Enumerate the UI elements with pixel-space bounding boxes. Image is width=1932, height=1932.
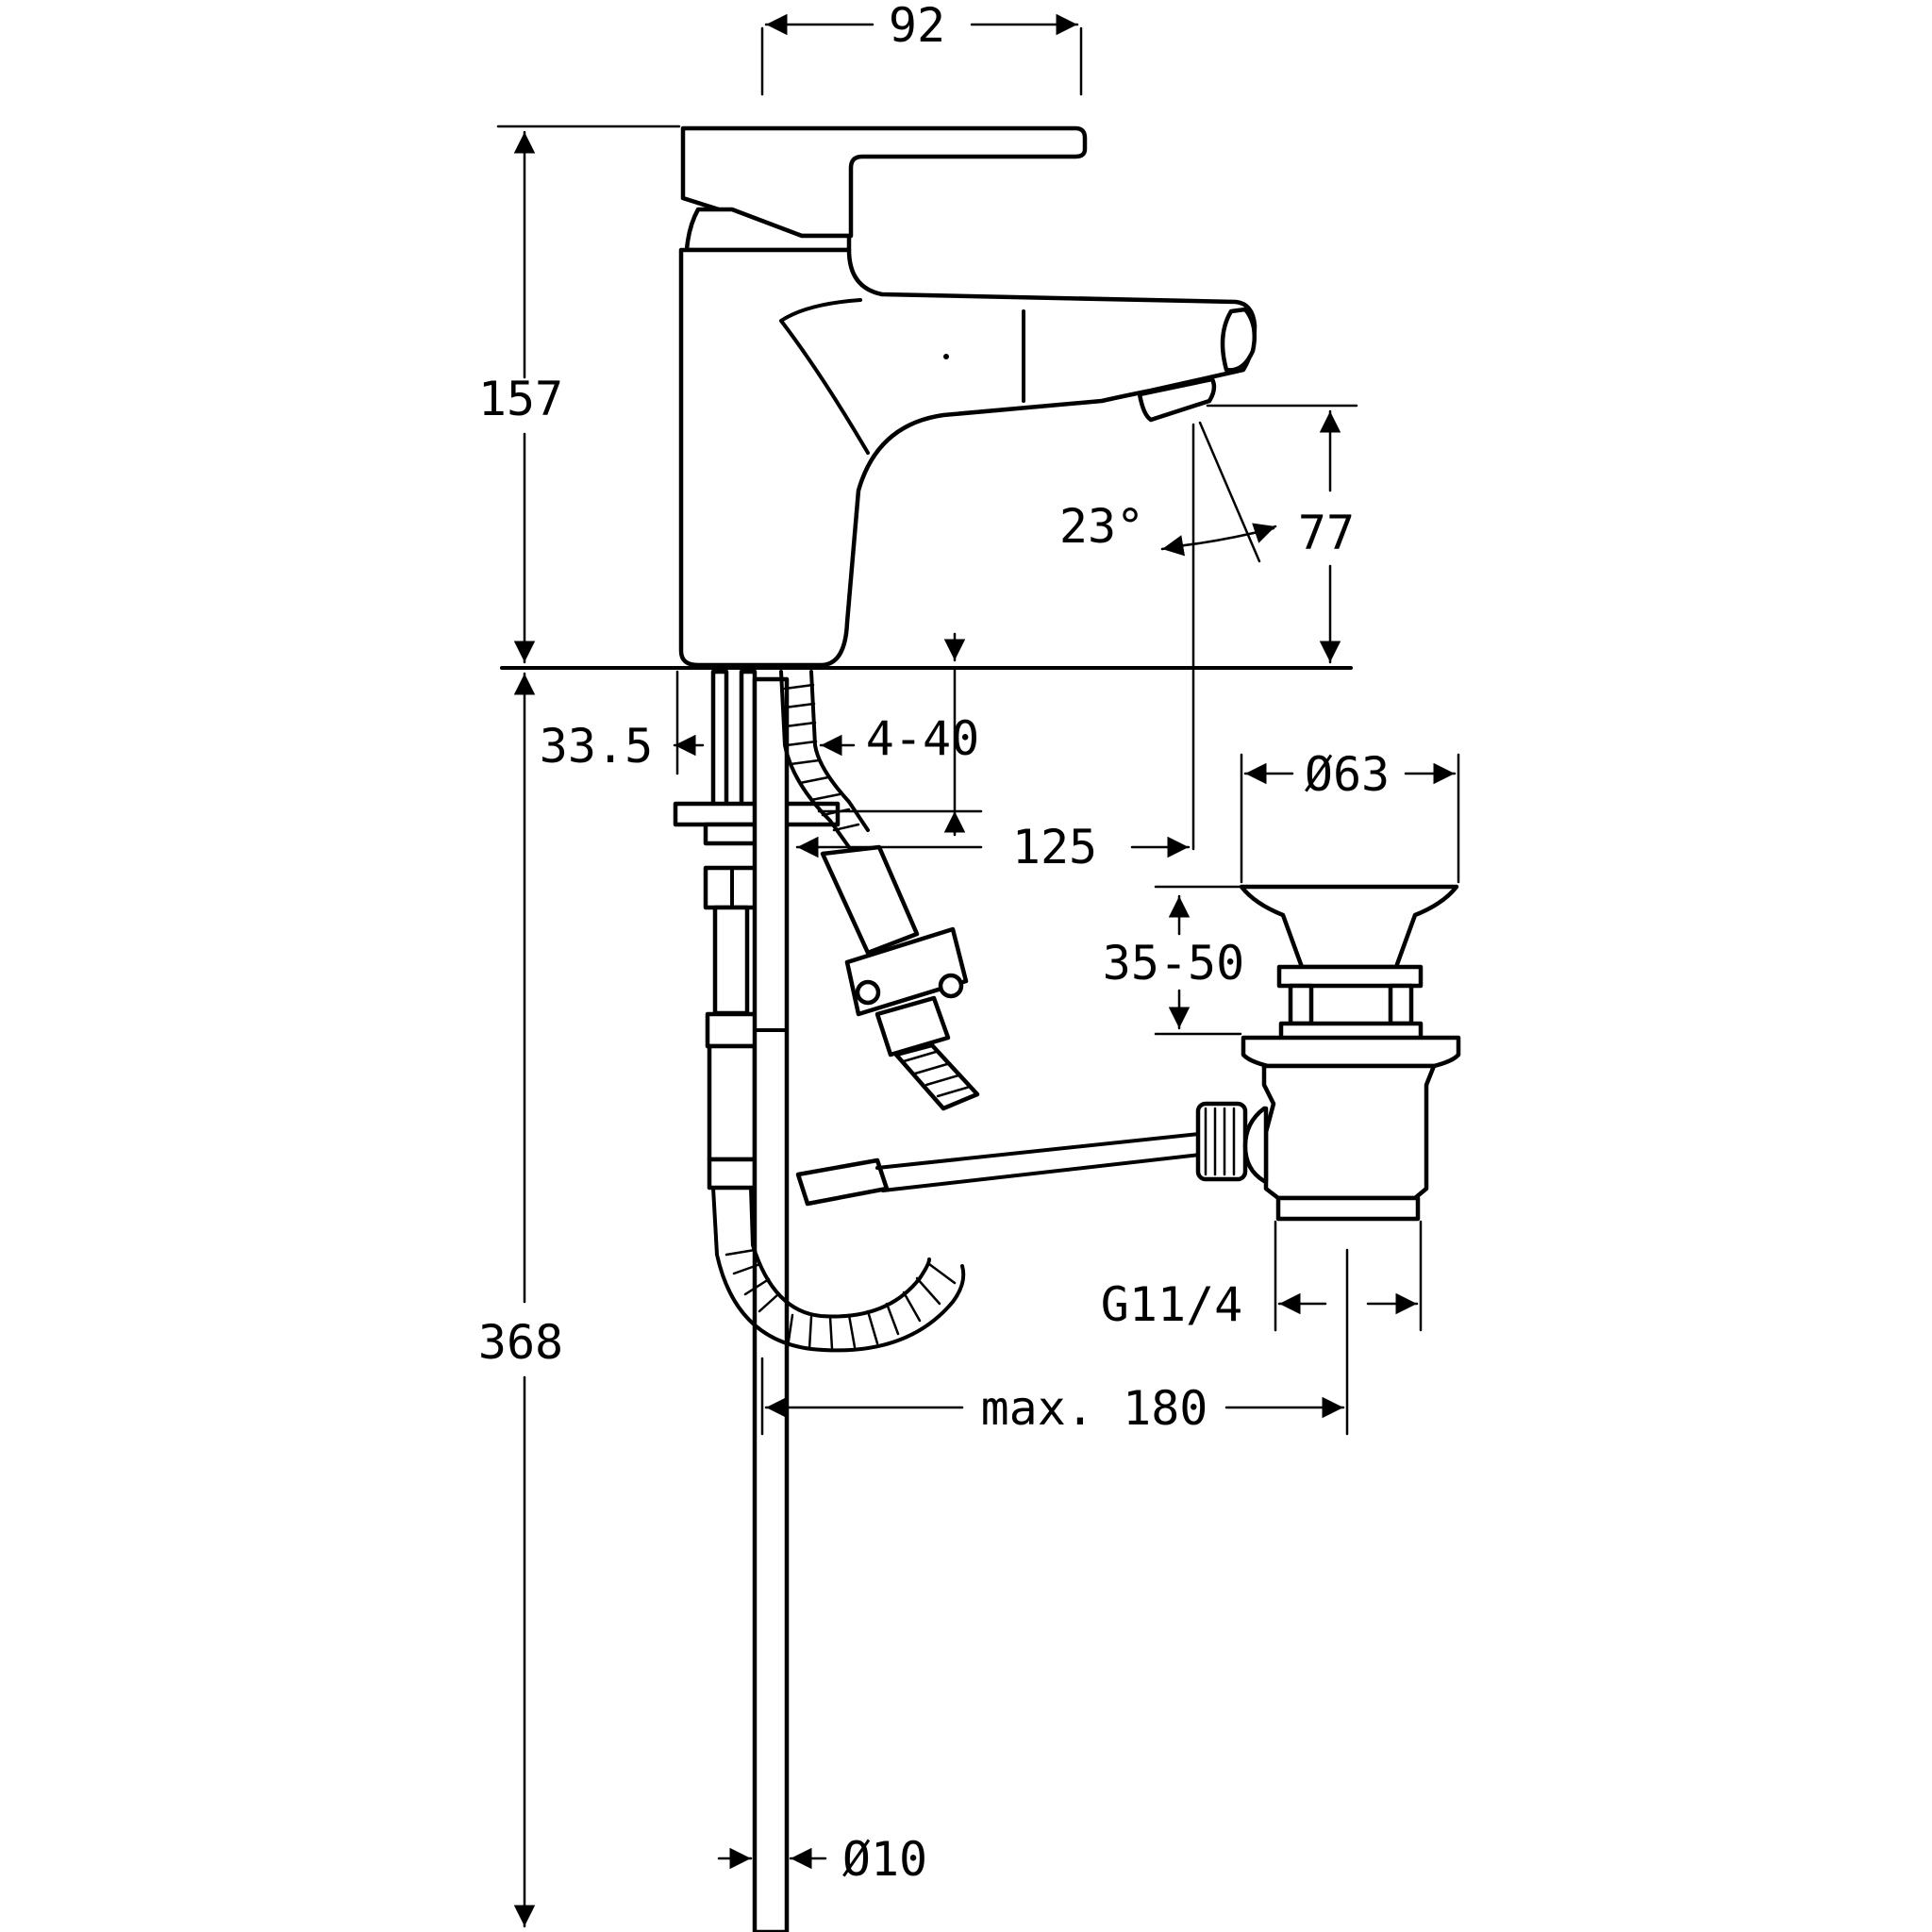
waste-flange [1241,1035,1461,1069]
waste-plug-top [1239,884,1459,970]
coiled-hose [711,1186,966,1353]
coupling [705,1011,761,1049]
waste-body [1261,1063,1437,1201]
cartridge-cap [684,207,852,253]
dim-counter-thickness: 4-40 [866,711,979,766]
dim-height-upper: 157 [478,372,563,426]
spout-aerator [1220,307,1257,373]
under-counter-parts [673,669,1248,1932]
dim-rod-diameter: Ø10 [842,1832,927,1887]
waste-assembly [1239,884,1461,1222]
dim-waste-height: 35-50 [1103,936,1245,991]
lever-handle [680,125,1088,239]
dim-hole-offset: 33.5 [540,719,653,774]
hose-connector [820,844,920,956]
waste-thread [1275,1195,1421,1222]
spout-recess [779,298,870,455]
dim-width-top: 92 [889,0,945,53]
dim-waste-diameter: Ø63 [1305,747,1390,802]
spout-tip [1137,376,1217,423]
dim-spout-height: 77 [1298,506,1355,560]
main-column [678,247,1257,668]
dim-waste-thread: G11/4 [1101,1277,1243,1332]
dim-height-lower: 368 [478,1315,563,1370]
popup-rod [752,676,790,1932]
dim-rod-length: max. 180 [981,1381,1208,1436]
dimension-lines [496,13,1460,1928]
dim-spout-angle: 23° [1059,499,1144,554]
dim-projection: 125 [1012,820,1097,874]
faucet-body [678,125,1257,668]
linkage-clamp [795,1158,890,1207]
